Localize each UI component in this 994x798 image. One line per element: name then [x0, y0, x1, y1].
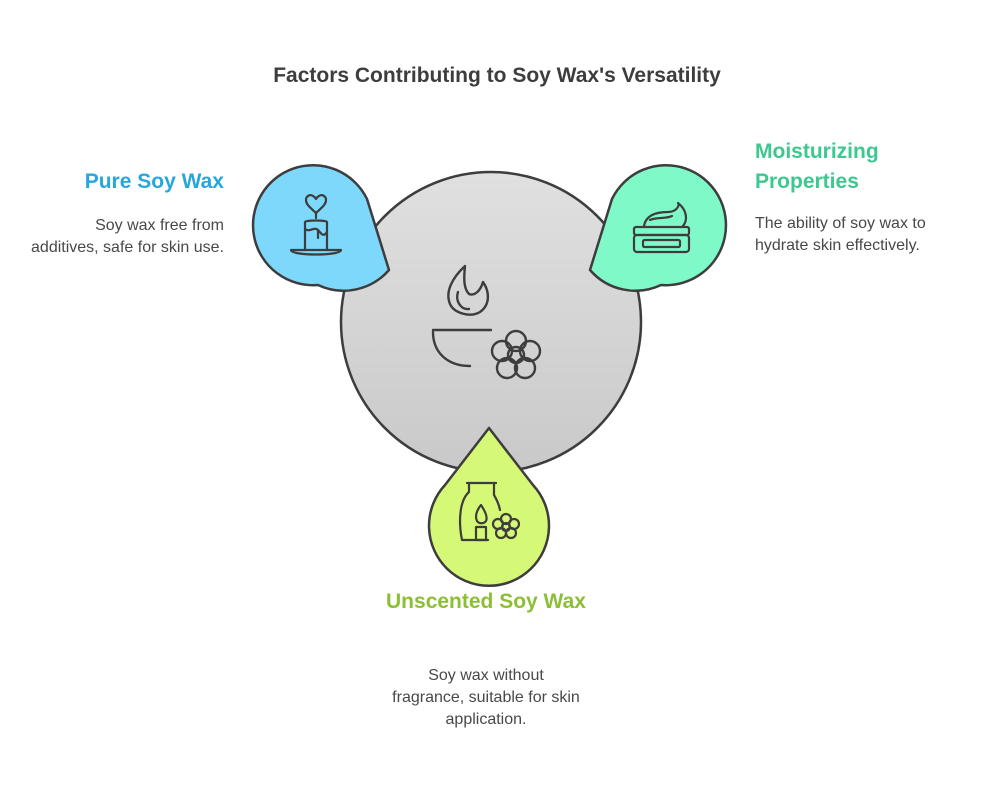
unscented-drop	[427, 426, 551, 588]
pure-soy-wax-description: Soy wax free from additives, safe for sk…	[31, 217, 224, 256]
pure-soy-wax-drop	[251, 164, 391, 292]
unscented-heading: Unscented Soy Wax	[386, 590, 586, 613]
candle-heart-icon	[289, 194, 343, 256]
cream-jar-icon	[632, 201, 691, 254]
pure-soy-wax-heading: Pure Soy Wax	[84, 170, 224, 193]
unscented-description: Soy wax without fragrance, suitable for …	[392, 667, 580, 728]
aroma-diffuser-icon	[458, 481, 521, 542]
center-circle	[339, 170, 643, 474]
moisturizing-heading: Moisturizing Properties	[755, 140, 879, 193]
oil-burner-flower-icon	[431, 264, 542, 380]
page-title: Factors Contributing to Soy Wax's Versat…	[273, 64, 721, 87]
moisturizing-description: The ability of soy wax to hydrate skin e…	[755, 215, 926, 254]
